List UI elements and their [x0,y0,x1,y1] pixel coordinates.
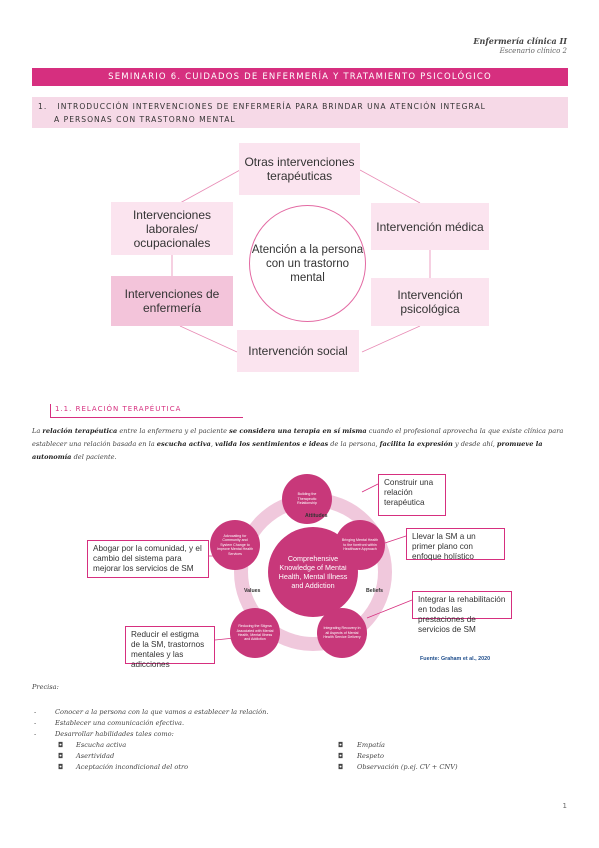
circle-mental-health-forefront: Bringing Mental Health to the forefront … [335,520,385,570]
skill-item: Empatía [357,741,385,749]
connector-top-left [179,169,241,204]
section-header-background [32,97,568,128]
skill-item: Aceptación incondicional del otro [76,763,189,771]
para-text: entre la enfermera y el paciente [117,427,230,435]
circle-bullet-icon: ◘ [338,752,344,760]
connector-bottom-right [361,325,421,353]
center-care-circle: Atención a la persona con un trastorno m… [249,205,366,322]
course-title: Enfermería clínica II [473,36,567,46]
para-bold: valida los sentimientos e ideas [215,440,329,448]
callout-line-top-right [361,483,379,493]
para-text: La [32,427,43,435]
skill-item: Escucha activa [76,741,127,749]
label-values: Values [244,588,261,594]
subsection-title: 1.1. RELACIÓN TERAPÉUTICA [55,405,182,413]
diagram-connectors [171,169,431,353]
node-psychological-intervention: Intervención psicológica [371,278,489,326]
para-text: , [210,440,216,448]
para-text: del paciente. [71,453,117,461]
para-text: de la persona, [328,440,380,448]
section-1-line2: A PERSONAS CON TRASTORNO MENTAL [54,115,236,124]
list-intro: Precisa: [32,683,59,691]
para-bold: facilita la expresión [379,440,453,448]
figure-source: Fuente: Graham et al., 2020 [420,656,491,662]
list-bullet: - [34,708,37,716]
circle-integrating-recovery: Integrating Recovery in all Aspects of M… [317,608,367,658]
callout-integrate-rehabilitation: Integrar la rehabilitación en todas las … [412,591,512,634]
therapeutic-relationship-paragraph: La relación terapéutica entre la enferme… [32,425,572,464]
callout-line-right [384,535,407,544]
circle-advocating-change: Advocating for Community and System Chan… [210,520,260,570]
skill-item: Asertividad [76,752,115,760]
node-other-interventions: Otras intervenciones terapéuticas [239,143,360,195]
node-occupational-interventions: Intervenciones laborales/ ocupacionales [111,202,233,255]
para-bold: escucha activa [156,440,211,448]
skill-item: Respeto [357,752,384,760]
para-bold: relación terapéutica [42,427,118,435]
label-beliefs: Beliefs [366,588,384,594]
skill-item: Observación (p.ej. CV + CNV) [357,763,458,771]
section-1-heading: 1. INTRODUCCIÓN INTERVENCIONES DE ENFERM… [38,100,563,126]
section-1-number: 1. [38,102,48,111]
course-subtitle: Escenario clínico 2 [499,47,567,55]
subsection-frame [50,404,243,418]
node-nursing-interventions: Intervenciones de enfermería [111,276,233,326]
page-title: SEMINARIO 6. CUIDADOS DE ENFERMERÍA Y TR… [32,68,568,86]
connector-top-right [359,169,421,204]
circle-bullet-icon: ◘ [58,741,64,749]
callout-holistic-approach: Llevar la SM a un primer plano con enfoq… [406,528,505,561]
circle-therapeutic-relationship: Building the Therapeutic Relationship [282,474,332,524]
para-bold: se considera una terapia en sí misma [229,427,367,435]
circle-reducing-stigma: Reducing the Stigma Associated with Ment… [230,608,280,658]
circle-bullet-icon: ◘ [338,763,344,771]
para-bold: promueve la autonomía [32,440,543,461]
node-medical-intervention: Intervención médica [371,203,489,250]
rnao-competencies-figure: Comprehensive Knowledge of Mental Health… [82,468,515,673]
circle-bullet-icon: ◘ [58,763,64,771]
circle-bullet-icon: ◘ [338,741,344,749]
list-item: Establecer una comunicación efectiva. [55,719,185,727]
para-text: y desde ahí, [452,440,497,448]
callout-build-relationship: Construir una relación terapéutica [378,474,446,516]
node-social-intervention: Intervención social [237,330,359,372]
page-number: 1 [562,802,567,810]
connector-bottom-left [179,325,238,353]
callout-reduce-stigma: Reducir el estigma de la SM, trastornos … [125,626,215,669]
list-item: Conocer a la persona con la que vamos a … [55,708,269,716]
list-bullet: - [34,730,37,738]
section-1-line1: INTRODUCCIÓN INTERVENCIONES DE ENFERMERÍ… [57,102,486,111]
circle-bullet-icon: ◘ [58,752,64,760]
label-attitudes: Attitudes [305,513,328,519]
list-bullet: - [34,719,37,727]
callout-advocate-community: Abogar por la comunidad, y el cambio del… [87,540,209,578]
list-item: Desarrollar habilidades tales como: [55,730,174,738]
callout-line-bottom-right [366,599,413,619]
para-text: cuando el profesional aprovecha la que e… [32,427,564,448]
